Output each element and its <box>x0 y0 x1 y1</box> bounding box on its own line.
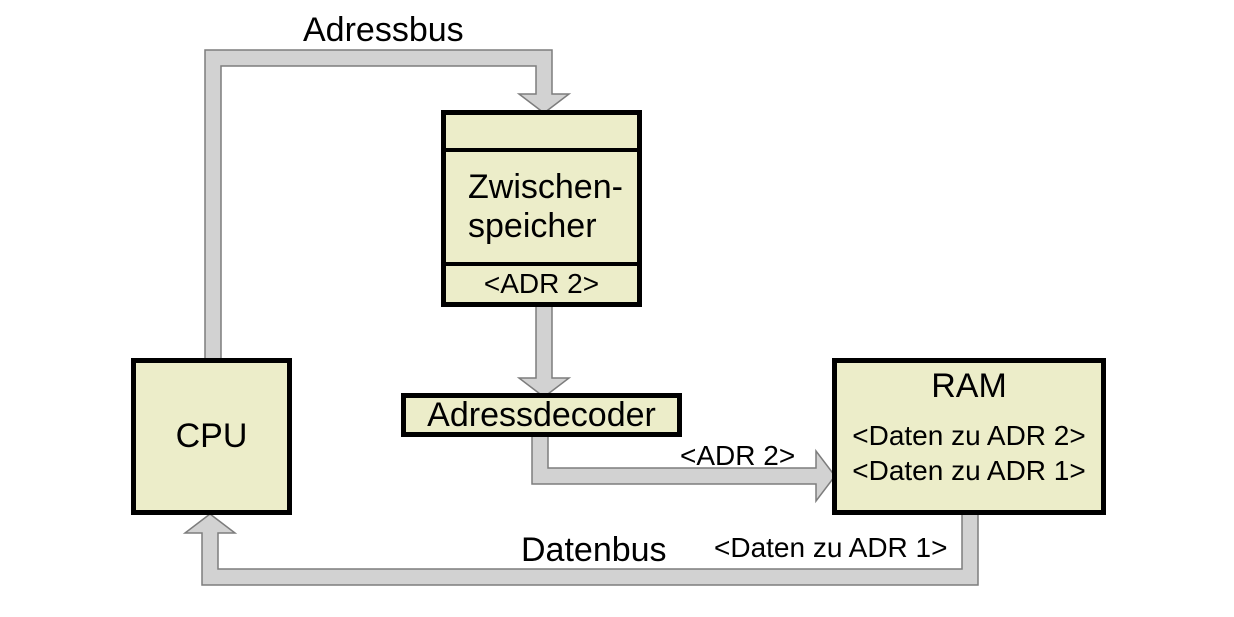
ram-content: <Daten zu ADR 2> <Daten zu ADR 1> <box>837 418 1101 488</box>
ram-box: RAM <Daten zu ADR 2> <Daten zu ADR 1> <box>832 358 1106 515</box>
zwischenspeicher-divider-top <box>446 148 637 152</box>
zwischenspeicher-label-line2: speicher <box>468 207 597 245</box>
ram-content-line1: <Daten zu ADR 2> <box>852 420 1086 451</box>
zwischenspeicher-to-adressdecoder-arrow <box>516 304 572 398</box>
zwischenspeicher-label-section: Zwischen- speicher <box>446 152 637 262</box>
adressdecoder-label: Adressdecoder <box>427 396 656 434</box>
ram-content-line2: <Daten zu ADR 1> <box>852 455 1086 486</box>
ram-title: RAM <box>931 367 1007 405</box>
daten-zu-adr1-bus-label: <Daten zu ADR 1> <box>714 532 948 563</box>
zwischenspeicher-box: Zwischen- speicher <ADR 2> <box>441 110 642 307</box>
adressbus-arrow <box>204 49 572 361</box>
cpu-box: CPU <box>131 358 292 515</box>
datenbus-label: Datenbus <box>521 531 667 569</box>
zwischenspeicher-adr-value: <ADR 2> <box>483 268 600 299</box>
cpu-label: CPU <box>175 417 248 455</box>
adressdecoder-box: Adressdecoder <box>401 393 682 437</box>
adressdecoder-to-ram-arrow <box>531 434 836 504</box>
zwischenspeicher-empty-section <box>446 115 637 148</box>
datenbus-arrow <box>182 512 979 586</box>
adr2-bus-label: <ADR 2> <box>680 440 796 471</box>
zwischenspeicher-divider-bottom <box>446 262 637 266</box>
adressbus-label: Adressbus <box>303 11 464 49</box>
zwischenspeicher-label-line1: Zwischen- <box>468 168 623 206</box>
zwischenspeicher-adr-section: <ADR 2> <box>446 266 637 302</box>
